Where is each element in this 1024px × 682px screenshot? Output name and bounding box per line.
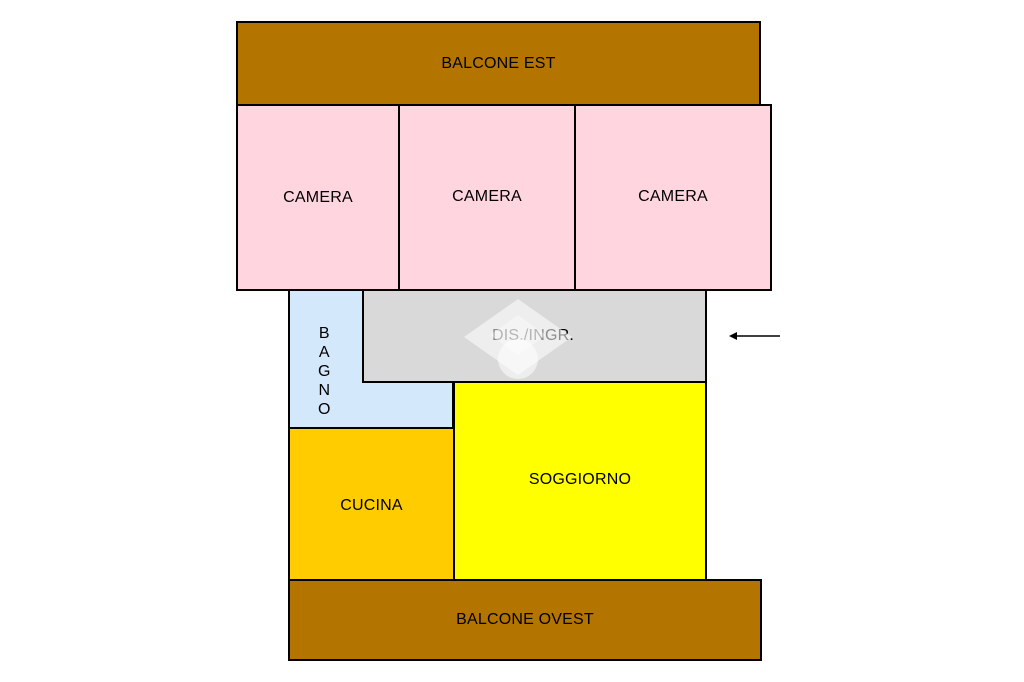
room-balcone-est: BALCONE EST bbox=[236, 21, 761, 106]
room-disimpegno-ingresso: DIS./INGR. bbox=[362, 289, 707, 383]
room-camera-2: CAMERA bbox=[398, 104, 576, 291]
room-camera-1: CAMERA bbox=[236, 104, 400, 291]
room-label-bagno-letter: N bbox=[318, 382, 330, 399]
room-label-camera-1: CAMERA bbox=[283, 188, 353, 206]
room-label-balcone-ovest: BALCONE OVEST bbox=[456, 611, 594, 628]
room-label-bagno: B A G N O bbox=[318, 324, 330, 419]
room-label-bagno-letter: A bbox=[318, 344, 330, 361]
room-label-camera-3: CAMERA bbox=[638, 187, 708, 205]
room-label-disimpegno: DIS./INGR. bbox=[491, 327, 574, 344]
room-camera-3: CAMERA bbox=[574, 104, 772, 291]
room-balcone-ovest: BALCONE OVEST bbox=[288, 579, 762, 661]
room-label-bagno-letter: G bbox=[318, 363, 331, 380]
room-label-cucina: CUCINA bbox=[340, 497, 403, 514]
room-label-camera-2: CAMERA bbox=[452, 187, 522, 205]
room-soggiorno: SOGGIORNO bbox=[453, 381, 707, 581]
room-label-balcone-est: BALCONE EST bbox=[441, 54, 556, 72]
room-label-soggiorno: SOGGIORNO bbox=[528, 471, 632, 488]
room-label-bagno-letter: B bbox=[318, 325, 330, 342]
room-label-bagno-letter: O bbox=[318, 401, 331, 418]
room-cucina: CUCINA bbox=[288, 427, 455, 581]
left-arrow-icon bbox=[729, 332, 780, 340]
